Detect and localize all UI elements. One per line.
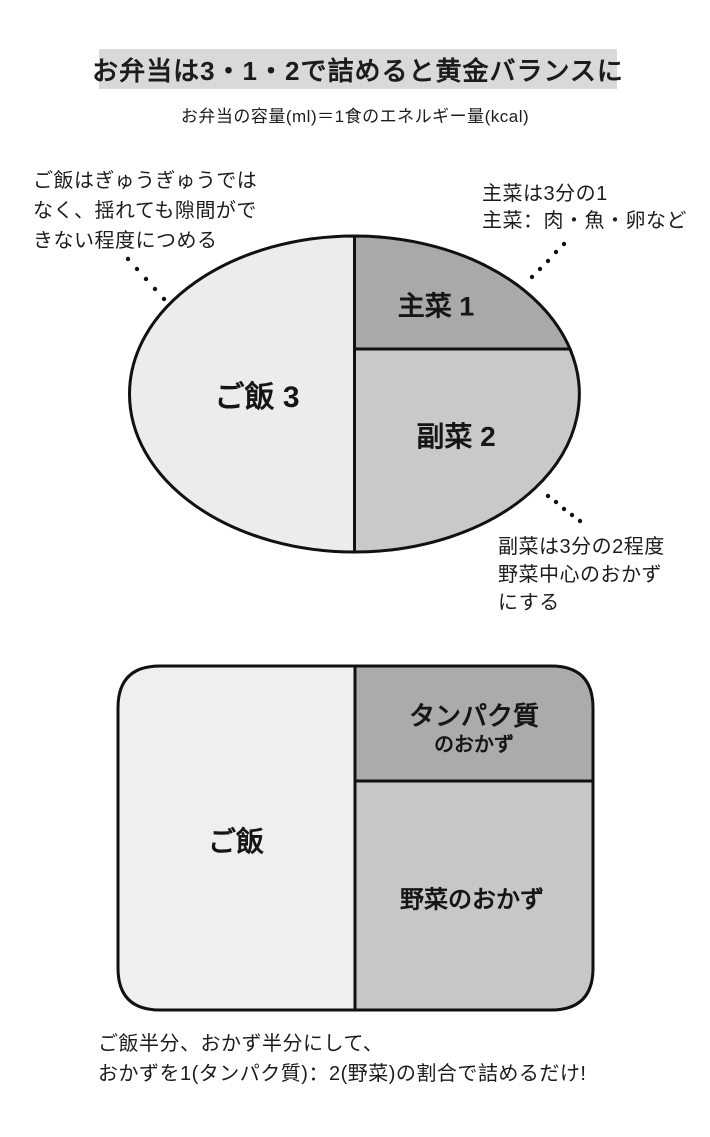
annotation-main-dish: 主菜は3分の1 主菜：肉・魚・卵など (482, 183, 687, 232)
dot (553, 249, 559, 255)
bento-protein-label-line2: のおかず (433, 734, 514, 756)
dot (561, 241, 567, 247)
dot (529, 274, 535, 280)
bento-protein-section (353, 664, 595, 783)
dot (545, 258, 551, 264)
annotation-rice: ご飯はぎゅうぎゅうでは なく、揺れても隙間がで きない程度につめる (33, 170, 258, 252)
dot (553, 499, 559, 505)
bento-rice-label: ご飯 (207, 826, 265, 857)
dot (537, 266, 543, 272)
dotted-leader-main (529, 241, 567, 280)
plate-main-section (353, 234, 573, 351)
plate-rice-section (128, 234, 356, 554)
caption-text: ご飯半分、おかず半分にして、 おかずを1(タンパク質)：2(野菜)の割合で詰める… (98, 1033, 587, 1085)
plate-main-label: 主菜 1 (397, 291, 475, 322)
plate-ellipse (128, 234, 581, 554)
page-title: お弁当は3・1・2で詰めると黄金バランスに (92, 49, 623, 89)
dot (134, 266, 140, 272)
bento-veg-label: 野菜のおかず (400, 886, 544, 914)
dot (152, 286, 158, 292)
dotted-leader-rice (125, 256, 167, 302)
plate-side-section (353, 347, 581, 554)
annotation-side-dish: 副菜は3分の2程度 野菜中心のおかず にする (498, 536, 665, 614)
dot (125, 256, 131, 262)
page-subtitle: お弁当の容量(ml)＝1食のエネルギー量(kcal) (180, 107, 530, 126)
dotted-leader-side (545, 493, 583, 524)
dot (561, 506, 567, 512)
bento-protein-label-line1: タンパク質 (408, 701, 540, 731)
bento-box (116, 664, 595, 1012)
dot (143, 276, 149, 282)
dot (569, 512, 575, 518)
plate-rice-label: ご飯 3 (214, 381, 300, 414)
bento-veg-section (353, 779, 595, 1012)
bento-protein-label: タンパク質 のおかず (409, 700, 539, 758)
plate-side-label: 副菜 2 (416, 421, 496, 452)
dot (161, 296, 167, 302)
dot (577, 518, 583, 524)
bento-rice-section (116, 664, 357, 1012)
dot (545, 493, 551, 499)
